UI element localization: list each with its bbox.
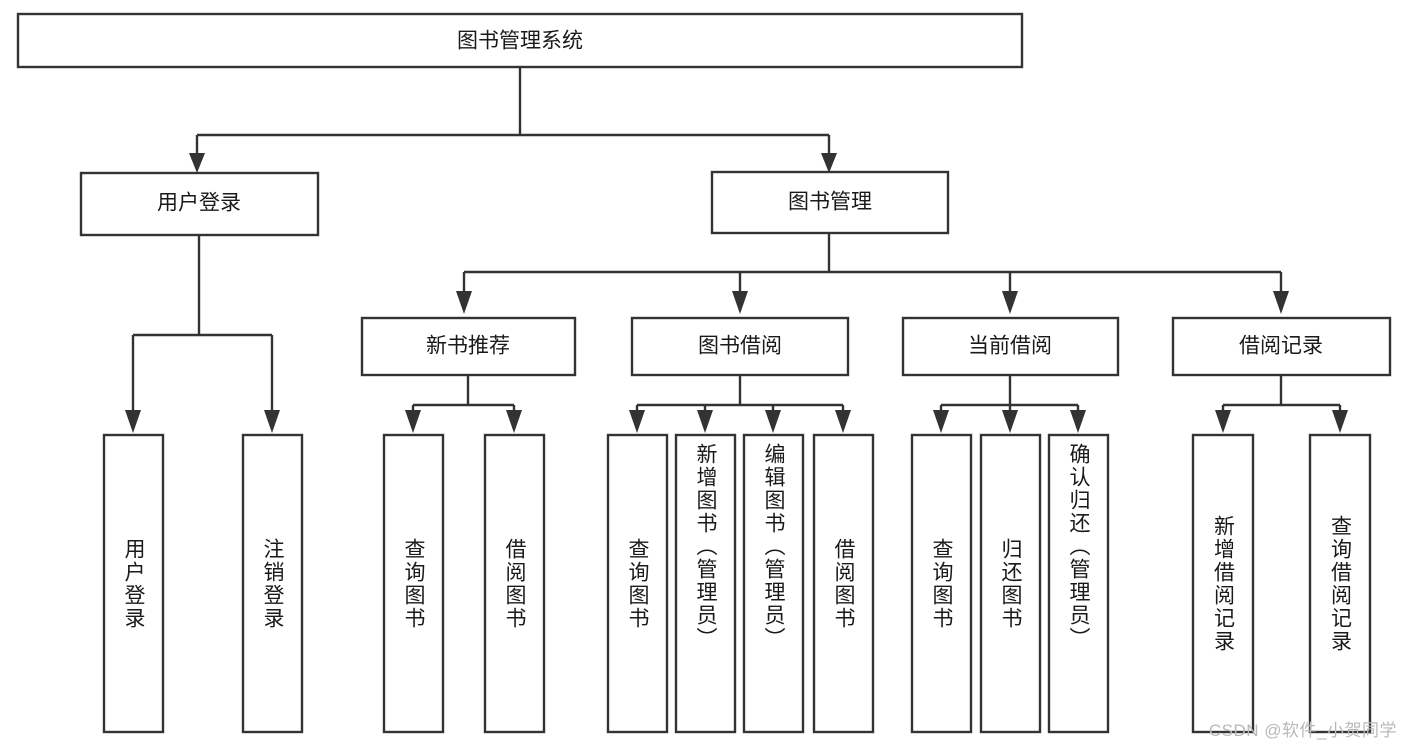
arrow-to-leaf-query-book-2 [629, 410, 645, 433]
node-root-label: 图书管理系统 [457, 30, 583, 53]
csdn-watermark: CSDN @软件_小贺同学 [1208, 721, 1397, 740]
node-leaf-logout-login[interactable] [241, 433, 304, 734]
arrow-to-leaf-borrow-book-1 [506, 410, 522, 433]
node-borrow-record[interactable] [1171, 316, 1392, 377]
arrow-to-leaf-logout-login [264, 410, 280, 433]
node-current-borrow-label: 当前借阅 [968, 335, 1052, 358]
node-new-book-recommend-label: 新书推荐 [426, 335, 510, 358]
node-user-login-label: 用户登录 [157, 192, 241, 215]
arrow-to-borrow-record [1273, 291, 1289, 314]
node-leaf-query-book-3[interactable] [910, 433, 973, 734]
arrow-to-leaf-confirm-return [1070, 410, 1086, 433]
node-leaf-query-book-2[interactable] [606, 433, 669, 734]
node-leaf-borrow-book-1[interactable] [483, 433, 546, 734]
arrow-to-leaf-query-book-3 [933, 410, 949, 433]
arrow-to-leaf-add-record [1215, 410, 1231, 433]
node-leaf-query-record[interactable] [1308, 433, 1372, 734]
node-borrow-record-label: 借阅记录 [1239, 335, 1323, 358]
node-root[interactable] [16, 12, 1024, 69]
arrow-to-leaf-user-login [125, 410, 141, 433]
node-leaf-edit-book[interactable] [742, 433, 805, 734]
arrow-to-leaf-query-book-1 [405, 410, 421, 433]
node-leaf-add-record[interactable] [1191, 433, 1255, 734]
node-leaf-confirm-return[interactable] [1047, 433, 1110, 734]
node-book-borrow[interactable] [630, 316, 850, 377]
node-layer: 图书管理系统 用户登录 图书管理 新书推荐 图书借阅 当前借阅 借阅记录 [16, 12, 1392, 734]
node-leaf-query-book-1[interactable] [382, 433, 445, 734]
node-book-management[interactable] [710, 170, 950, 235]
arrow-to-leaf-return-book [1002, 410, 1018, 433]
node-new-book-recommend[interactable] [360, 316, 577, 377]
arrow-to-user-login [189, 153, 205, 173]
arrow-to-leaf-add-book [697, 410, 713, 433]
arrow-to-new-book-recommend [456, 291, 472, 314]
node-leaf-add-book[interactable] [674, 433, 737, 734]
arrow-to-leaf-borrow-book-2 [835, 410, 851, 433]
arrow-to-book-management [821, 153, 837, 173]
node-leaf-borrow-book-2[interactable] [812, 433, 875, 734]
node-book-borrow-label: 图书借阅 [698, 335, 782, 358]
node-user-login[interactable] [79, 171, 320, 237]
arrow-to-book-borrow [732, 291, 748, 314]
arrow-to-current-borrow [1002, 291, 1018, 314]
arrow-to-leaf-query-record [1332, 410, 1348, 433]
arrow-to-leaf-edit-book [765, 410, 781, 433]
node-current-borrow[interactable] [901, 316, 1120, 377]
node-leaf-return-book[interactable] [979, 433, 1042, 734]
connector-layer [125, 67, 1348, 433]
node-leaf-user-login[interactable] [102, 433, 165, 734]
node-book-management-label: 图书管理 [788, 191, 872, 214]
